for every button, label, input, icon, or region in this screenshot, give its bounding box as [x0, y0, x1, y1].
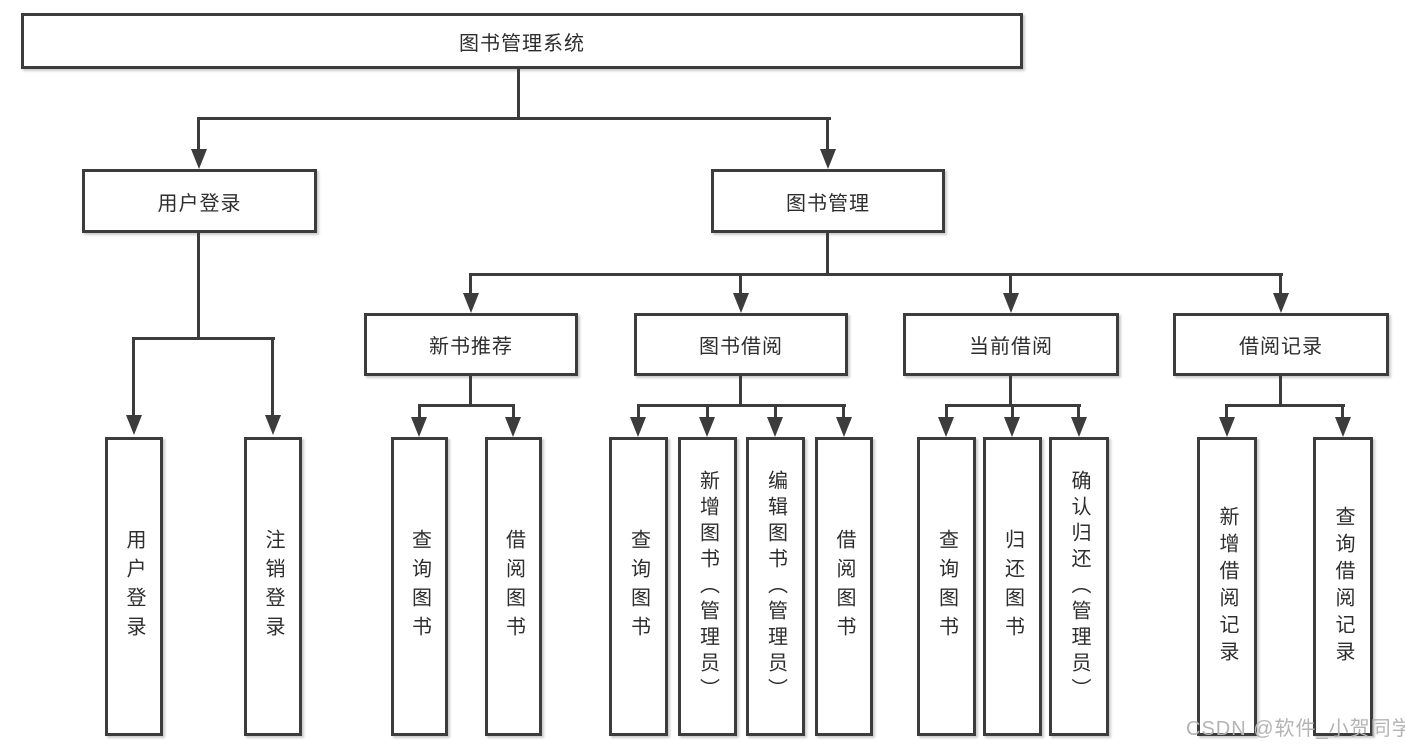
connector-drop	[1279, 276, 1282, 295]
connector-branch	[132, 337, 275, 340]
leaf-confirm-return-admin: 确认归还（管理员）	[1049, 437, 1109, 736]
leaf-label: 注销登录	[262, 528, 284, 645]
arrowhead-down-icon	[1004, 417, 1020, 437]
leaf-label: 新增借阅记录	[1216, 505, 1238, 668]
node-label: 新书推荐	[429, 336, 513, 358]
connector-drop	[706, 407, 709, 419]
connector-branch	[945, 404, 1081, 407]
leaf-add-books-admin: 新增图书（管理员）	[678, 437, 737, 736]
connector-drop	[842, 407, 845, 419]
connector-stem	[826, 233, 829, 275]
leaf-label: 用户登录	[123, 528, 145, 645]
node-label: 借阅记录	[1239, 336, 1323, 358]
node-library-system: 图书管理系统	[21, 13, 1023, 69]
arrowhead-down-icon	[1003, 293, 1019, 313]
connector-drop	[132, 340, 135, 417]
leaf-query-borrow-record: 查询借阅记录	[1313, 437, 1373, 736]
leaf-label: 确认归还（管理员）	[1068, 469, 1090, 704]
arrowhead-down-icon	[938, 417, 954, 437]
leaf-label: 归还图书	[1001, 528, 1024, 645]
node-label: 图书借阅	[699, 336, 783, 358]
node-book-borrow: 图书借阅	[634, 313, 848, 376]
arrowhead-down-icon	[767, 417, 783, 437]
arrowhead-down-icon	[191, 149, 207, 169]
connector-branch	[637, 404, 846, 407]
leaf-edit-books-admin: 编辑图书（管理员）	[746, 437, 805, 736]
leaf-label: 编辑图书（管理员）	[764, 469, 787, 704]
arrowhead-down-icon	[630, 417, 646, 437]
connector-drop	[826, 120, 829, 151]
connector-branch	[1225, 404, 1345, 407]
connector-stem	[517, 69, 520, 120]
connector-stem	[1009, 376, 1012, 407]
node-current-borrow: 当前借阅	[903, 313, 1119, 376]
arrowhead-down-icon	[505, 417, 521, 437]
node-label: 图书管理	[786, 192, 870, 215]
arrowhead-down-icon	[411, 417, 427, 437]
connector-drop	[637, 407, 640, 419]
arrowhead-down-icon	[265, 415, 281, 435]
arrowhead-down-icon	[126, 415, 142, 435]
connector-drop	[1225, 407, 1228, 419]
arrowhead-down-icon	[733, 293, 749, 313]
connector-drop	[1341, 407, 1344, 419]
arrowhead-down-icon	[463, 293, 479, 313]
node-user-login: 用户登录	[82, 169, 317, 233]
connector-drop	[1077, 407, 1080, 419]
arrowhead-down-icon	[1219, 417, 1235, 437]
leaf-label: 借阅图书	[833, 528, 855, 645]
arrowhead-down-icon	[1335, 417, 1351, 437]
leaf-label: 查询图书	[408, 528, 431, 645]
connector-drop	[1009, 276, 1012, 295]
leaf-label: 查询图书	[935, 528, 958, 645]
leaf-label: 借阅图书	[502, 528, 525, 645]
node-new-book-recommend: 新书推荐	[364, 313, 578, 376]
connector-stem	[469, 376, 472, 407]
leaf-label: 查询图书	[627, 528, 650, 645]
node-label: 用户登录	[157, 192, 242, 215]
leaf-logout: 注销登录	[244, 437, 302, 736]
arrowhead-down-icon	[836, 417, 852, 437]
connector-drop	[739, 276, 742, 295]
leaf-return-books: 归还图书	[983, 437, 1042, 736]
connector-drop	[512, 407, 515, 419]
connector-drop	[469, 276, 472, 295]
leaf-query-books-current: 查询图书	[917, 437, 976, 736]
connector-branch	[197, 117, 831, 120]
arrowhead-down-icon	[699, 417, 715, 437]
leaf-label: 新增图书（管理员）	[696, 469, 719, 704]
connector-drop	[418, 407, 421, 419]
connector-branch	[469, 273, 1283, 276]
leaf-query-books-borrow: 查询图书	[609, 437, 668, 736]
connector-drop	[1011, 407, 1014, 419]
connector-stem	[197, 233, 200, 339]
leaf-borrow-books-recommend: 借阅图书	[485, 437, 542, 736]
connector-drop	[271, 340, 274, 417]
connector-drop	[774, 407, 777, 419]
arrowhead-down-icon	[1273, 293, 1289, 313]
connector-stem	[739, 376, 742, 407]
connector-drop	[945, 407, 948, 419]
node-label: 图书管理系统	[459, 32, 585, 55]
leaf-borrow-books: 借阅图书	[815, 437, 873, 736]
connector-drop	[197, 120, 200, 151]
leaf-user-login: 用户登录	[105, 437, 163, 736]
leaf-query-books-recommend: 查询图书	[391, 437, 448, 736]
node-book-management: 图书管理	[711, 169, 945, 233]
node-borrow-records: 借阅记录	[1173, 313, 1389, 376]
leaf-add-borrow-record: 新增借阅记录	[1197, 437, 1257, 736]
arrowhead-down-icon	[1071, 417, 1087, 437]
connector-stem	[1279, 376, 1282, 407]
connector-branch	[418, 404, 515, 407]
arrowhead-down-icon	[820, 149, 836, 169]
leaf-label: 查询借阅记录	[1332, 505, 1354, 668]
watermark: CSDN @软件_小贺同学	[1186, 718, 1405, 740]
node-label: 当前借阅	[969, 336, 1053, 358]
